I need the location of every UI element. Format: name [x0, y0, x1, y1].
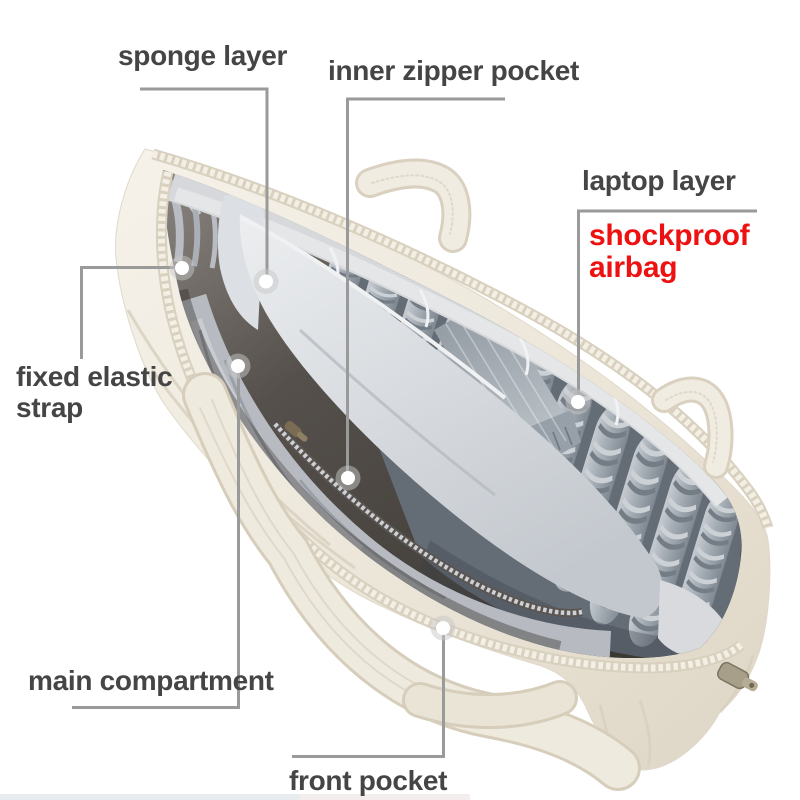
- bag: [115, 148, 774, 791]
- label-laptop-layer: laptop layer: [582, 165, 736, 196]
- callout-line-front-pocket: [292, 631, 445, 758]
- opening-edge-shadow: [176, 288, 562, 653]
- callout-dots: [169, 255, 591, 641]
- divider-panel: [217, 193, 663, 618]
- callout-dot-fixed-elastic-strap: [169, 255, 195, 281]
- photo-edge-strips: [0, 794, 470, 800]
- label-main-compartment: main compartment: [28, 665, 274, 696]
- label-sponge-layer: sponge layer: [118, 40, 288, 71]
- side-handle: [651, 376, 734, 479]
- zipper-slider: [717, 661, 758, 692]
- label-shockproof-airbag: shockproof airbag: [589, 219, 750, 284]
- callout-dot-inner-zipper-pocket: [335, 465, 361, 491]
- shoulder-strap: [182, 372, 641, 791]
- callout-line-main-compartment: [72, 369, 240, 709]
- label-inner-zipper-pocket: inner zipper pocket: [328, 55, 580, 86]
- callout-lines: [72, 87, 757, 758]
- callout-dot-main-compartment: [225, 353, 251, 379]
- inner-zipper: [272, 421, 583, 617]
- callout-line-fixed-elastic-strap: [80, 266, 177, 359]
- callout-dot-sponge-layer: [253, 269, 279, 294]
- inner-zipper-pull: [284, 421, 308, 442]
- callout-dot-front-pocket: [430, 615, 456, 641]
- label-fixed-elastic-strap: fixed elastic strap: [16, 361, 173, 423]
- callout-line-sponge-layer: [140, 87, 269, 281]
- far-rim-zipper: [151, 148, 774, 530]
- callout-line-inner-zipper-pocket: [346, 97, 505, 477]
- label-front-pocket: front pocket: [289, 765, 448, 796]
- top-handle: [355, 158, 472, 253]
- near-rim-zipper: [155, 170, 745, 674]
- callout-line-laptop-layer: [577, 209, 757, 401]
- callout-dot-laptop-layer: [565, 389, 591, 415]
